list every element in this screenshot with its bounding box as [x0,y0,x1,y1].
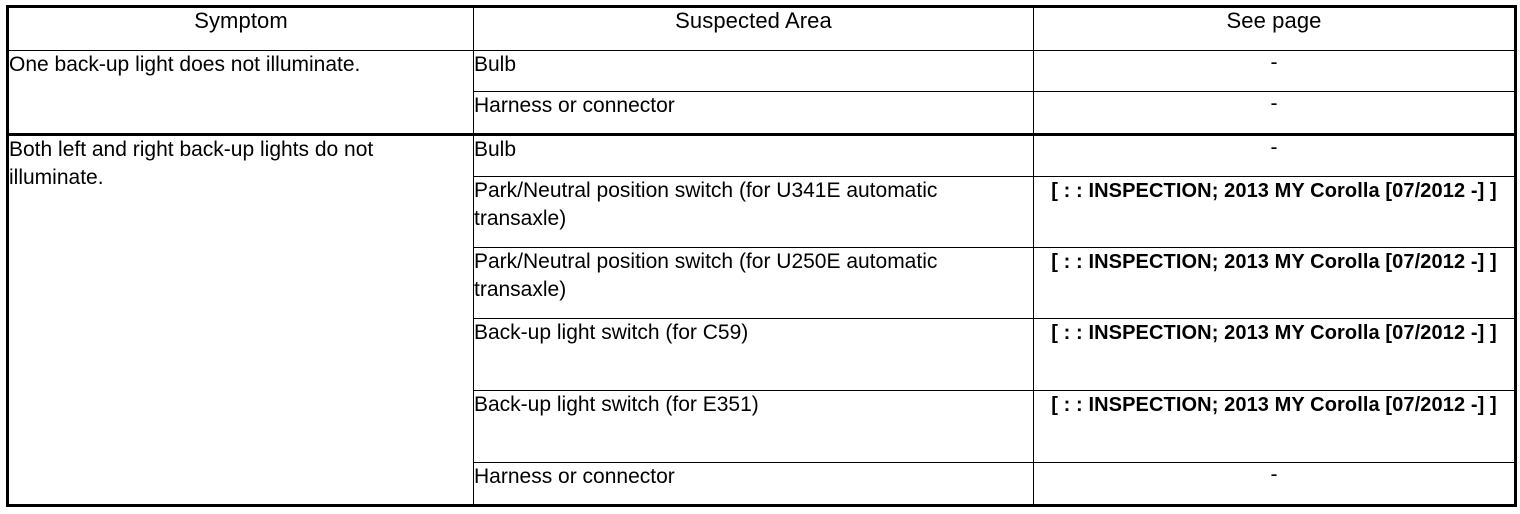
column-header-symptom: Symptom [7,6,474,51]
symptom-cell-group-2: Both left and right back-up lights do no… [7,133,474,506]
see-page-reference-cell[interactable]: [ : : INSPECTION; 2013 MY Corolla [07/20… [1033,390,1516,463]
see-page-reference-cell[interactable]: [ : : INSPECTION; 2013 MY Corolla [07/20… [1033,246,1516,320]
table-row: Back-up light switch (for C59) [ : : INS… [8,318,1516,392]
suspected-area-cell: Back-up light switch (for E351) [473,390,1034,463]
column-header-see-page: See page [1033,6,1516,51]
symptom-text: Both left and right back-up lights do no… [9,138,374,190]
suspected-area-cell: Harness or connector [473,91,1034,136]
table-row: Harness or connector - [8,461,1516,507]
suspected-area-cell: Park/Neutral position switch (for U341E … [473,175,1034,248]
see-page-cell: - [1033,133,1516,177]
see-page-cell: - [1033,461,1516,507]
column-header-suspected-area: Suspected Area [473,6,1034,51]
see-page-cell: - [1033,49,1516,93]
table-body: One back-up light does not illuminate. B… [7,49,1516,507]
table-header: Symptom Suspected Area See page [7,6,1516,51]
table-row: Park/Neutral position switch (for U341E … [8,175,1516,248]
suspected-area-cell: Bulb [473,49,1034,93]
table-row: Park/Neutral position switch (for U250E … [8,246,1516,320]
symptom-text: One back-up light does not illuminate. [9,53,361,76]
suspected-area-cell: Bulb [473,133,1034,177]
symptom-cell-group-1: One back-up light does not illuminate. [7,49,474,136]
see-page-reference-cell[interactable]: [ : : INSPECTION; 2013 MY Corolla [07/20… [1033,175,1516,248]
suspected-area-cell: Harness or connector [473,461,1034,507]
header-row: Symptom Suspected Area See page [7,6,1516,51]
table-row: One back-up light does not illuminate. B… [7,49,1516,136]
see-page-cell: - [1033,91,1516,136]
table-row: Back-up light switch (for E351) [ : : IN… [8,390,1516,463]
see-page-reference-cell[interactable]: [ : : INSPECTION; 2013 MY Corolla [07/20… [1033,318,1516,392]
symptom-diagnosis-table: Symptom Suspected Area See page One back… [6,5,1517,507]
suspected-area-cell: Park/Neutral position switch (for U250E … [473,246,1034,320]
suspected-area-cell: Back-up light switch (for C59) [473,318,1034,392]
table-row: Harness or connector - [8,91,1516,136]
table-row: Both left and right back-up lights do no… [7,133,1516,506]
